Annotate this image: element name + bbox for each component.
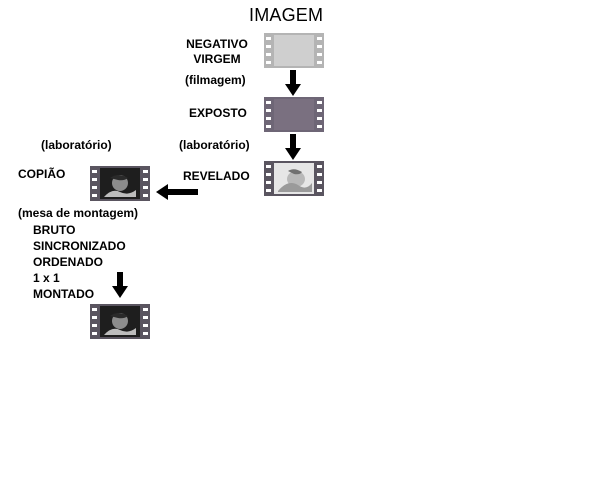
montagem-steps-list: BRUTO SINCRONIZADO ORDENADO 1 x 1 MONTAD…: [33, 222, 126, 302]
arrow-down-2: [285, 134, 301, 160]
negativo-label-line-2: VIRGEM: [193, 52, 241, 66]
exposed-film-strip-icon: [264, 97, 324, 132]
negative-portrait-film-icon: [264, 161, 324, 196]
blank-film-strip-icon: [264, 33, 324, 68]
step-1x1: 1 x 1: [33, 271, 60, 285]
montado-film-icon: [90, 304, 150, 339]
revelado-film-icon: [264, 161, 324, 196]
diagram-title: IMAGEM: [249, 5, 324, 25]
arrow-down-icon: [285, 70, 301, 96]
positive-portrait-film-icon: [90, 166, 150, 201]
step-sincronizado: SINCRONIZADO: [33, 239, 126, 253]
arrow-down-3: [112, 272, 128, 298]
arrow-down-icon: [285, 134, 301, 160]
negativo-film-icon: [264, 33, 324, 68]
step-ordenado: ORDENADO: [33, 255, 104, 269]
laboratorio-label-2: (laboratório): [41, 138, 112, 152]
step-bruto: BRUTO: [33, 223, 76, 237]
arrow-left-icon: [156, 184, 198, 200]
negativo-label-line-1: NEGATIVO: [186, 37, 248, 51]
negativo-virgem-label: NEGATIVO VIRGEM: [178, 37, 256, 67]
copiao-film-icon: [90, 166, 150, 201]
step-montado: MONTADO: [33, 287, 95, 301]
arrow-down-1: [285, 70, 301, 96]
arrow-left: [156, 184, 198, 200]
exposto-label: EXPOSTO: [189, 106, 247, 120]
positive-portrait-film-icon: [90, 304, 150, 339]
mesa-de-montagem-label: (mesa de montagem): [18, 206, 139, 220]
copiao-label: COPIÃO: [18, 167, 66, 181]
revelado-label: REVELADO: [183, 169, 250, 183]
arrow-down-icon: [112, 272, 128, 298]
filmagem-label: (filmagem): [185, 73, 246, 87]
exposto-film-icon: [264, 97, 324, 132]
laboratorio-label-1: (laboratório): [179, 138, 250, 152]
